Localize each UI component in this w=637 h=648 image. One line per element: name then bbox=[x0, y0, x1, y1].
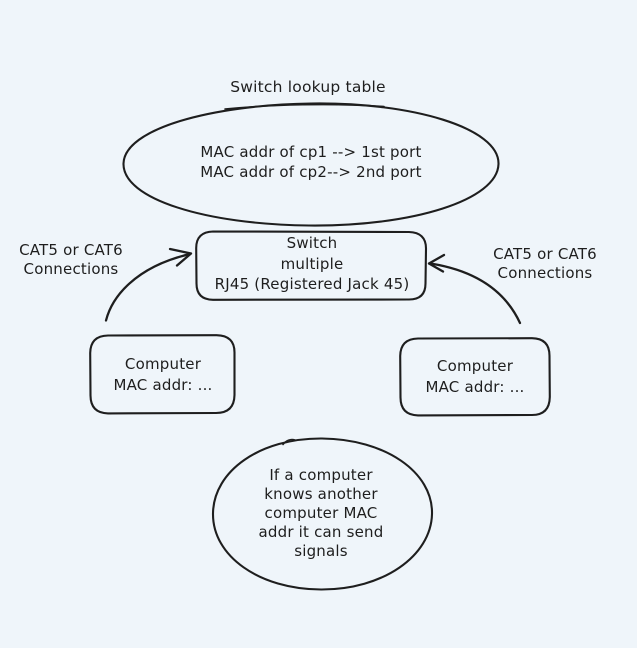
right-connection-line-1: CAT5 or CAT6 bbox=[493, 245, 597, 263]
left-cat-arrow-head bbox=[168, 247, 193, 267]
note-ellipse-overlap-stroke bbox=[282, 438, 296, 446]
switch-box-line-2: multiple bbox=[280, 254, 344, 273]
switch-box-text: Switch multiple RJ45 (Registered Jack 45… bbox=[197, 233, 427, 295]
note-ellipse-text: If a computer knows another computer MAC… bbox=[232, 466, 410, 561]
left-connection-line-1: CAT5 or CAT6 bbox=[19, 241, 123, 259]
left-connection-line-2: Connections bbox=[23, 260, 119, 278]
right-computer-text: Computer MAC addr: ... bbox=[401, 356, 549, 398]
note-line-5: signals bbox=[294, 542, 348, 560]
note-line-1: If a computer bbox=[269, 466, 373, 484]
left-computer-text: Computer MAC addr: ... bbox=[91, 354, 235, 396]
left-cat-arrow bbox=[104, 253, 190, 322]
switch-box-line-3: RJ45 (Registered Jack 45) bbox=[214, 275, 410, 293]
left-computer-line-1: Computer bbox=[124, 355, 202, 373]
note-line-2: knows another bbox=[264, 485, 378, 503]
right-cat-arrow-head bbox=[427, 253, 446, 273]
lookup-table-title: Switch lookup table bbox=[230, 78, 386, 96]
lookup-table-ellipse-overlap-stroke bbox=[224, 103, 385, 110]
right-computer-box-shape bbox=[399, 337, 551, 417]
lookup-table-line-1: MAC addr of cp1 --> 1st port bbox=[200, 143, 422, 161]
note-line-4: addr it can send bbox=[258, 523, 384, 541]
switch-box-line-1: Switch bbox=[286, 234, 338, 252]
right-cat-arrow bbox=[430, 262, 522, 325]
left-computer-line-2: MAC addr: ... bbox=[113, 376, 213, 394]
right-computer-line-2: MAC addr: ... bbox=[425, 378, 525, 396]
lookup-table-text: MAC addr of cp1 --> 1st port MAC addr of… bbox=[161, 142, 461, 182]
note-ellipse-shape bbox=[211, 437, 434, 591]
lookup-table-line-2: MAC addr of cp2--> 2nd port bbox=[200, 163, 422, 181]
switch-box-shape bbox=[195, 230, 428, 301]
lookup-table-ellipse bbox=[122, 102, 500, 227]
note-line-3: computer MAC bbox=[264, 504, 378, 522]
left-connection-label: CAT5 or CAT6 Connections bbox=[5, 241, 137, 279]
right-computer-line-1: Computer bbox=[436, 357, 514, 375]
right-connection-label: CAT5 or CAT6 Connections bbox=[479, 245, 611, 283]
left-computer-box-shape bbox=[89, 334, 236, 415]
right-connection-line-2: Connections bbox=[497, 264, 593, 282]
